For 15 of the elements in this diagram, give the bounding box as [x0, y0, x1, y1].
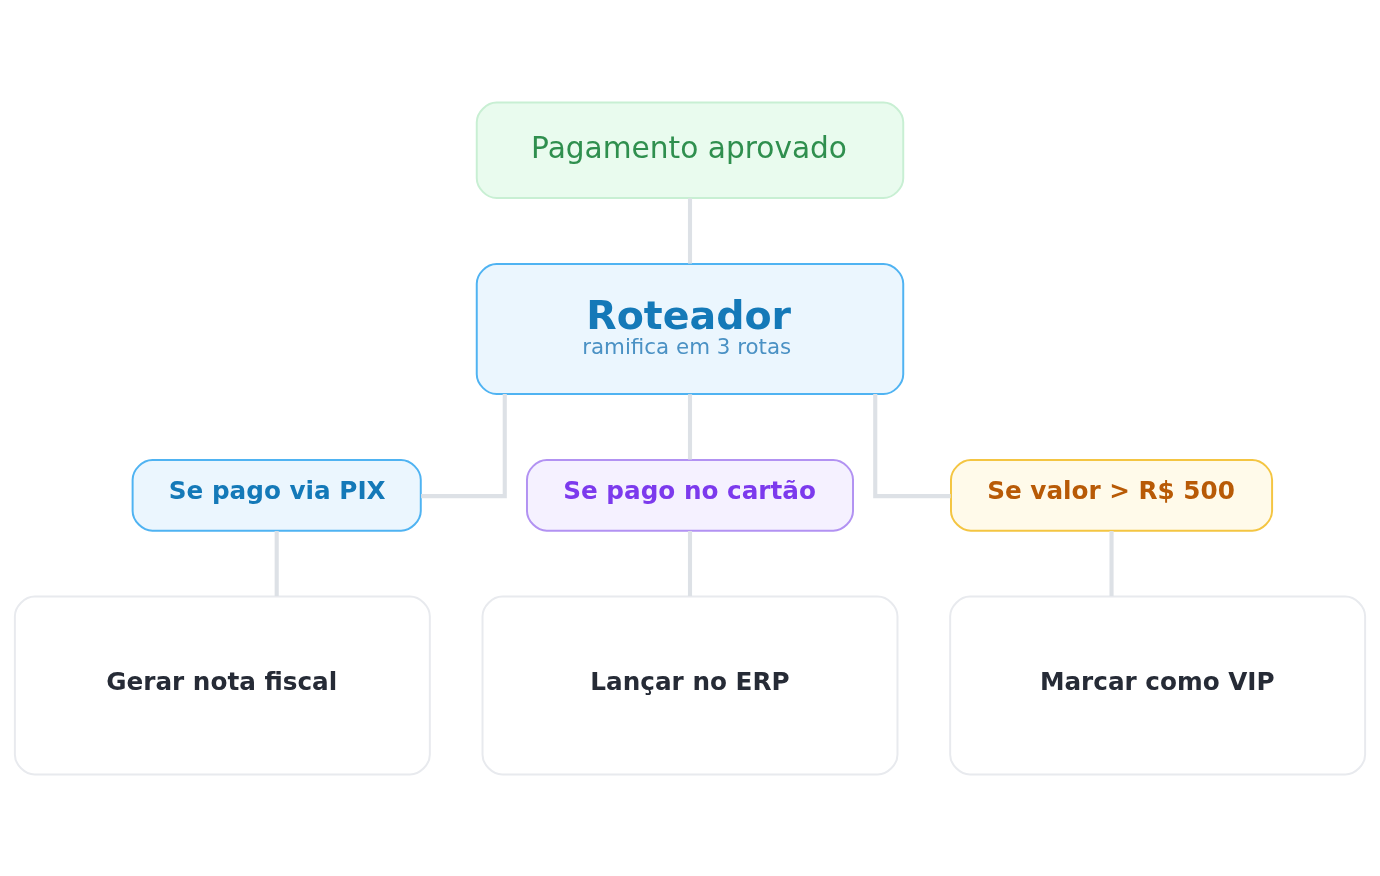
connector	[687, 530, 693, 596]
node-box: Roteador ramifica em 3 rotas	[475, 262, 905, 395]
node-box: Pagamento aprovado	[475, 101, 905, 199]
node-box: Marcar como VIP	[949, 595, 1367, 775]
node-box: Se valor > R$ 500	[950, 458, 1274, 532]
node-box: Lançar no ERP	[481, 595, 899, 775]
node-box: Se pago no cartão	[526, 458, 854, 532]
node-box: Gerar nota fiscal	[13, 595, 431, 775]
connector	[873, 393, 951, 498]
connector	[687, 393, 693, 459]
connector	[1109, 530, 1114, 596]
node-box: Se pago via PIX	[131, 458, 422, 532]
connector	[421, 393, 507, 498]
connector	[687, 197, 693, 264]
connector	[274, 530, 279, 596]
